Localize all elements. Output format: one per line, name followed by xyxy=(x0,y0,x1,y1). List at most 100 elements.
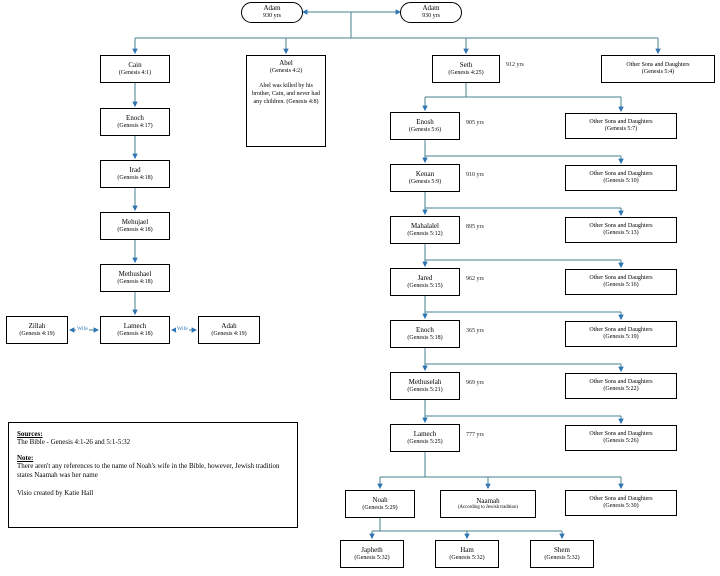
node-shem: Shem (Genesis 5:32) xyxy=(530,540,594,568)
node-ref: (Genesis 5:10) xyxy=(603,178,639,184)
node-name: Kenan xyxy=(415,169,435,178)
node-ref: (Genesis 5:32) xyxy=(544,554,580,561)
node-name: Other Sons and Daughters xyxy=(589,495,653,502)
node-noah: Noah (Genesis 5:29) xyxy=(345,490,415,518)
node-name: Adam xyxy=(422,4,440,13)
node-ref: (Genesis 4:19) xyxy=(19,330,55,337)
node-enoch-seth: Enoch (Genesis 5:18) xyxy=(390,320,460,348)
node-name: Cain xyxy=(128,60,142,69)
node-name: Adah xyxy=(221,321,237,330)
node-name: Other Sons and Daughters xyxy=(589,326,653,333)
node-name: Lamech xyxy=(413,429,437,438)
node-name: Other Sons and Daughters xyxy=(589,118,653,125)
node-ref: (Genesis 5:13) xyxy=(603,230,639,236)
node-name: Enoch xyxy=(126,113,144,122)
node-ref: (Genesis 5:32) xyxy=(449,554,485,561)
node-ref: (Genesis 4:18) xyxy=(117,174,153,181)
node-ref: (Genesis 4:18) xyxy=(117,278,153,285)
years-label-jared: 962 yrs xyxy=(466,276,484,282)
node-name: Mehujael xyxy=(121,217,149,226)
node-name: Mahalalel xyxy=(411,221,439,230)
node-name: Noah xyxy=(372,495,388,504)
node-lamech-seth: Lamech (Genesis 5:25) xyxy=(390,424,460,452)
node-enosh: Enosh (Genesis 5:6) xyxy=(390,112,460,140)
node-other-genesis-5-26: Other Sons and Daughters (Genesis 5:26) xyxy=(565,425,677,451)
node-name: Zillah xyxy=(28,321,46,330)
node-enoch-cain: Enoch (Genesis 4:17) xyxy=(100,108,170,136)
node-other-genesis-5-22: Other Sons and Daughters (Genesis 5:22) xyxy=(565,373,677,399)
node-years: 930 yrs xyxy=(263,13,281,20)
node-kenan: Kenan (Genesis 5:9) xyxy=(390,164,460,192)
node-name: Ham xyxy=(460,545,474,554)
node-lamech-cain: Lamech (Genesis 4:18) xyxy=(100,316,170,344)
years-label-seth: 912 yrs xyxy=(506,62,524,68)
node-name: Lamech xyxy=(123,321,147,330)
node-other-genesis-5-4: Other Sons and Daughters (Genesis 5:4) xyxy=(601,55,715,83)
abel-note: Abel was killed by his brother, Cain, an… xyxy=(251,83,321,105)
node-ref: (Genesis 5:21) xyxy=(407,386,443,393)
node-ref: (Genesis 4:17) xyxy=(117,122,153,129)
node-ref: (Genesis 5:7) xyxy=(604,126,638,132)
node-other-genesis-5-7: Other Sons and Daughters (Genesis 5:7) xyxy=(565,113,677,139)
node-ref: (Genesis 5:12) xyxy=(407,230,443,237)
node-zillah: Zillah (Genesis 4:19) xyxy=(6,316,68,344)
years-label-methuselah: 969 yrs xyxy=(466,380,484,386)
years-label-enoch: 365 yrs xyxy=(466,328,484,334)
node-name: Other Sons and Daughters xyxy=(589,170,653,177)
node-ref: (Genesis 5:15) xyxy=(407,282,443,289)
node-name: Enosh xyxy=(416,117,434,126)
node-name: Other Sons and Daughters xyxy=(589,274,653,281)
years-label-mahalalel: 895 yrs xyxy=(466,224,484,230)
node-mehujael: Mehujael (Genesis 4:18) xyxy=(100,212,170,240)
node-ref: (Genesis 5:4) xyxy=(641,69,675,75)
node-name: Japheth xyxy=(361,545,383,554)
years-label-kenan: 910 yrs xyxy=(466,172,484,178)
node-name: Naamah xyxy=(476,496,500,505)
node-ref: (Genesis 5:30) xyxy=(603,503,639,509)
node-ref: (According to Jewish tradition) xyxy=(457,505,519,511)
node-other-genesis-5-13: Other Sons and Daughters (Genesis 5:13) xyxy=(565,217,677,243)
node-ref: (Genesis 5:18) xyxy=(407,334,443,341)
node-adah: Adah (Genesis 4:19) xyxy=(198,316,260,344)
wife-label-right: Wife xyxy=(176,326,189,332)
node-ref: (Genesis 5:26) xyxy=(603,438,639,444)
node-ham: Ham (Genesis 5:32) xyxy=(435,540,499,568)
node-ref: (Genesis 5:19) xyxy=(603,334,639,340)
node-name: Methuselah xyxy=(408,377,442,386)
node-methushael: Methushael (Genesis 4:18) xyxy=(100,264,170,292)
node-ref: (Genesis 5:25) xyxy=(407,438,443,445)
node-japheth: Japheth (Genesis 5:32) xyxy=(340,540,404,568)
node-ref: (Genesis 5:29) xyxy=(362,504,398,511)
node-ref: (Genesis 4:25) xyxy=(448,69,484,76)
node-ref: (Genesis 4:1) xyxy=(118,69,152,76)
node-name: Other Sons and Daughters xyxy=(589,222,653,229)
node-ref: (Genesis 4:18) xyxy=(117,226,153,233)
node-ref: (Genesis 5:22) xyxy=(603,386,639,392)
node-name: Jared xyxy=(417,273,433,282)
node-adam-left: Adam 930 yrs xyxy=(241,2,303,23)
node-cain: Cain (Genesis 4:1) xyxy=(100,55,170,83)
node-methuselah: Methuselah (Genesis 5:21) xyxy=(390,372,460,400)
node-name: Irad xyxy=(129,165,141,174)
node-name: Abel xyxy=(279,59,293,67)
node-name: Shem xyxy=(554,545,570,554)
node-ref: (Genesis 5:16) xyxy=(603,282,639,288)
node-adam-right: Adam 930 yrs xyxy=(400,2,462,23)
node-name: Seth xyxy=(459,60,473,69)
node-abel: Abel (Genesis 4:2) Abel was killed by hi… xyxy=(246,55,326,147)
years-label-lamech: 777 yrs xyxy=(466,432,484,438)
node-ref: (Genesis 5:6) xyxy=(408,126,442,133)
node-ref: (Genesis 5:9) xyxy=(408,178,442,185)
node-name: Other Sons and Daughters xyxy=(589,378,653,385)
credit-text: Visio created by Katie Hall xyxy=(17,489,94,498)
node-ref: (Genesis 5:32) xyxy=(354,554,390,561)
node-name: Methushael xyxy=(118,269,152,278)
node-other-genesis-5-19: Other Sons and Daughters (Genesis 5:19) xyxy=(565,321,677,347)
node-name: Enoch xyxy=(416,325,434,334)
node-ref: (Genesis 4:2) xyxy=(269,67,303,74)
node-other-genesis-5-16: Other Sons and Daughters (Genesis 5:16) xyxy=(565,269,677,295)
wife-label-left: Wife xyxy=(76,326,89,332)
node-irad: Irad (Genesis 4:18) xyxy=(100,160,170,188)
sources-heading: Sources: xyxy=(17,430,43,438)
node-name: Other Sons and Daughters xyxy=(589,430,653,437)
